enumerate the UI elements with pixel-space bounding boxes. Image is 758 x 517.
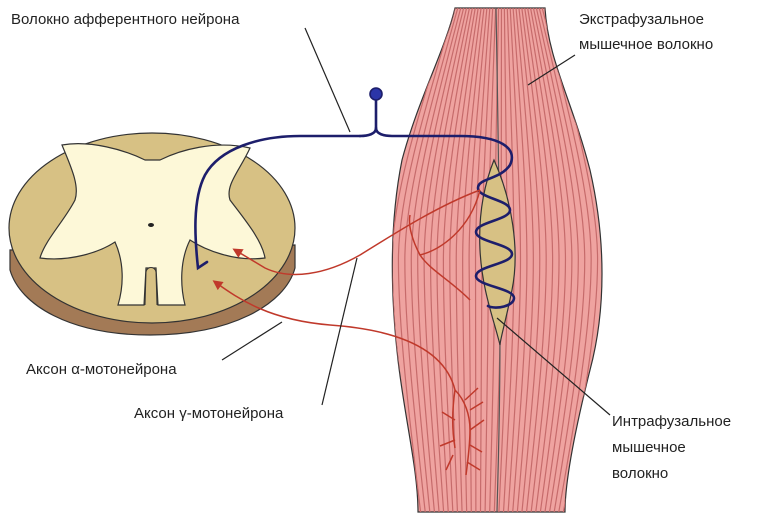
label-afferent-fiber: Волокно афферентного нейрона bbox=[11, 11, 240, 28]
label-extrafusal-line1: Экстрафузальное bbox=[579, 11, 704, 28]
label-intrafusal-line1: Интрафузальное bbox=[612, 413, 731, 430]
pointer-afferent bbox=[305, 28, 350, 132]
label-alpha-axon: Аксон α-мотонейрона bbox=[26, 361, 177, 378]
label-intrafusal-line3: волокно bbox=[612, 465, 668, 482]
anterior-fissure bbox=[145, 268, 157, 306]
pointer-alpha bbox=[222, 322, 282, 360]
afferent-ganglion-stalk bbox=[360, 96, 376, 136]
label-gamma-axon: Аксон γ-мотонейрона bbox=[134, 405, 284, 422]
label-extrafusal-line2: мышечное волокно bbox=[579, 36, 713, 53]
central-canal bbox=[148, 223, 154, 227]
sensory-ganglion bbox=[370, 88, 382, 100]
label-intrafusal-line2: мышечное bbox=[612, 439, 686, 456]
pointer-gamma bbox=[322, 258, 357, 405]
